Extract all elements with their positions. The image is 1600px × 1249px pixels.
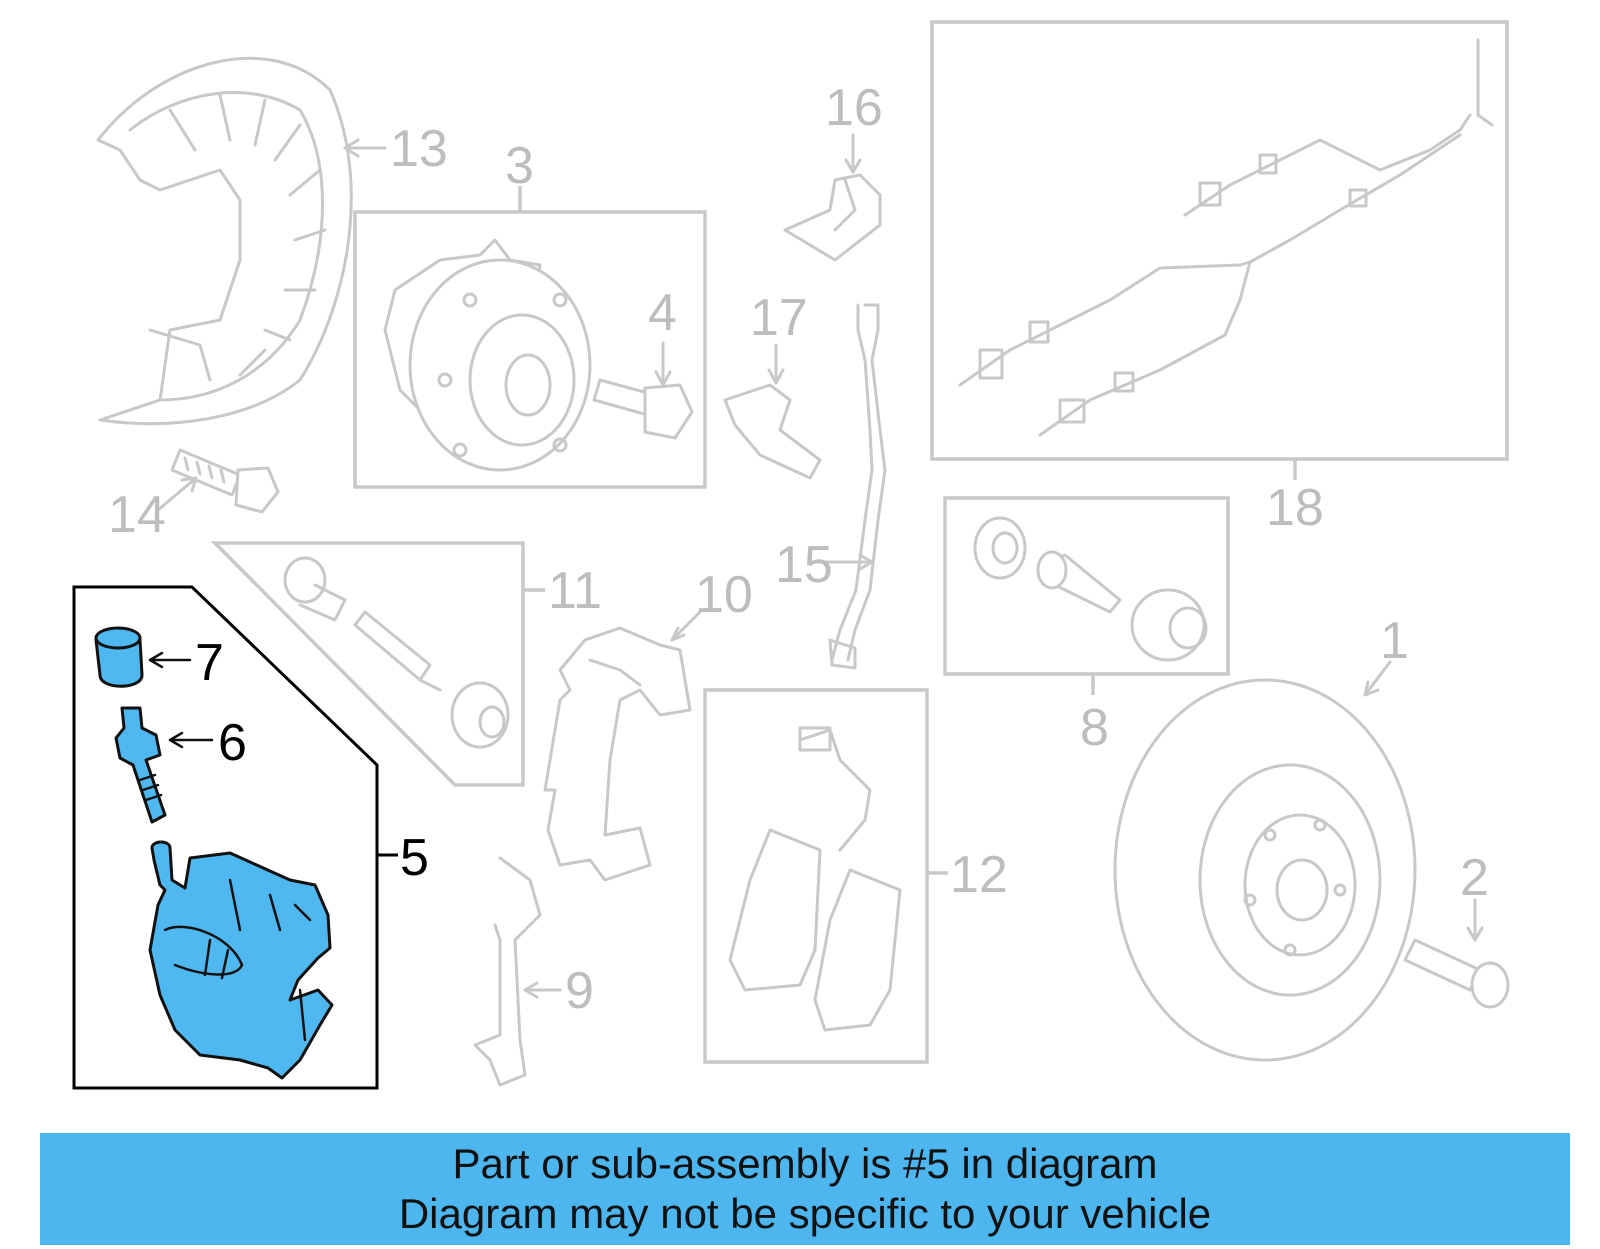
label-11: 11	[548, 562, 602, 620]
part-16-clip	[783, 133, 882, 262]
part-11-box	[210, 541, 525, 787]
label-18: 18	[1266, 479, 1324, 537]
label-10: 10	[695, 566, 753, 624]
part-9-spring	[473, 856, 562, 1087]
label-3: 3	[505, 137, 534, 195]
label-2: 2	[1460, 849, 1489, 907]
label-15: 15	[775, 536, 833, 594]
part-8-box	[943, 496, 1230, 676]
label-16: 16	[825, 79, 883, 137]
label-12: 12	[950, 846, 1008, 904]
part-2-screw	[1403, 898, 1510, 1009]
part-12-box	[703, 688, 929, 1064]
part-6-bleeder-screw	[114, 706, 214, 824]
label-5: 5	[400, 829, 429, 887]
label-9: 9	[565, 962, 594, 1020]
label-6: 6	[218, 714, 247, 772]
info-banner: Part or sub-assembly is #5 in diagram Di…	[40, 1133, 1570, 1245]
label-7: 7	[195, 634, 224, 692]
part-18-box	[930, 20, 1509, 461]
banner-line-2: Diagram may not be specific to your vehi…	[398, 1190, 1212, 1237]
part-17-holder	[723, 343, 822, 480]
label-14: 14	[108, 486, 166, 544]
part-14-bolt	[156, 448, 280, 514]
part-3-box	[353, 210, 707, 489]
label-17: 17	[750, 289, 808, 347]
part-1-brake-rotor	[1113, 660, 1417, 1062]
label-13: 13	[390, 120, 448, 178]
label-1: 1	[1380, 612, 1409, 670]
label-4: 4	[648, 284, 677, 342]
banner-line-1: Part or sub-assembly is #5 in diagram	[452, 1140, 1158, 1187]
label-8: 8	[1080, 699, 1109, 757]
part-13-dust-shield	[96, 56, 353, 426]
part-7-dust-cap	[94, 626, 192, 688]
part-5-box	[72, 585, 379, 1090]
part-8-bushings	[973, 516, 1208, 662]
part-12-brake-pads	[728, 726, 902, 1032]
part-4-bolt	[592, 341, 694, 440]
part-15-brake-hose	[808, 303, 887, 670]
part-11-guide-pins	[283, 556, 510, 749]
part-5-brake-caliper	[148, 840, 334, 1080]
part-18-wiring-harness	[958, 38, 1494, 437]
arrow-13	[343, 138, 387, 158]
part-10-caliper-bracket	[543, 610, 702, 882]
part-3-wheel-hub	[383, 238, 592, 472]
